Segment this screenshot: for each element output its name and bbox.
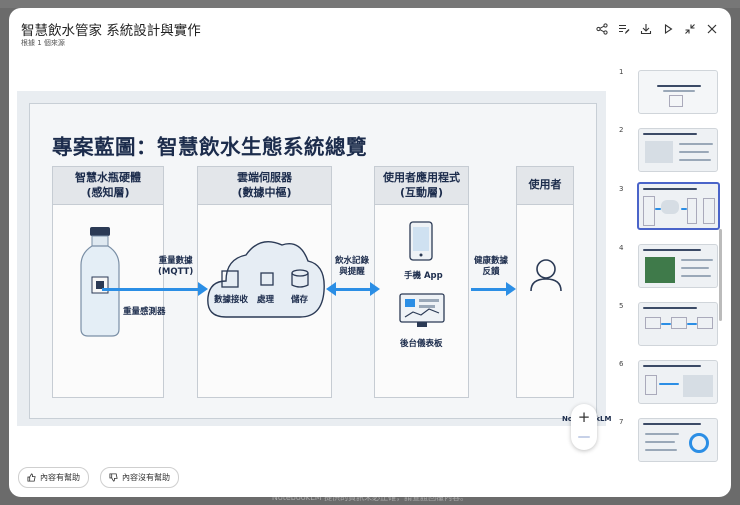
arrow-cloud-app-bidirectional (326, 282, 380, 296)
not-helpful-button[interactable]: 內容沒有幫助 (100, 467, 179, 488)
edit-prompt-button[interactable] (615, 20, 633, 38)
thumb-number: 2 (619, 126, 624, 134)
phone-icon (409, 221, 433, 261)
cloud-icon (207, 241, 325, 318)
collapse-button[interactable] (681, 20, 699, 38)
arrow-app-to-user (471, 282, 516, 296)
water-bottle-icon (80, 227, 120, 337)
dashboard-label: 後台儀表板 (400, 339, 443, 349)
column-header-line2: (數據中樞) (237, 185, 292, 199)
thumb-number: 7 (619, 418, 624, 426)
sensor-label: 重量感測器 (123, 307, 166, 317)
thumb-number: 1 (619, 68, 624, 76)
column-header-cloud: 雲端伺服器 (數據中樞) (198, 167, 331, 205)
cloud-label-process: 處理 (257, 295, 275, 305)
backdrop-top (0, 0, 740, 8)
helpful-label: 內容有幫助 (40, 473, 80, 482)
page-title: 智慧飲水管家 系統設計與實作 (21, 23, 201, 39)
app-label: 手機 App (404, 271, 443, 281)
dashboard-monitor-icon (399, 293, 445, 327)
share-icon (596, 23, 608, 35)
not-helpful-label: 內容沒有幫助 (122, 473, 170, 482)
column-user: 使用者 (516, 166, 574, 398)
column-header-user: 使用者 (517, 167, 573, 205)
column-cloud-server: 雲端伺服器 (數據中樞) 數據接收 處理 儲存 (197, 166, 332, 398)
arrow-hardware-to-cloud (102, 282, 208, 296)
share-button[interactable] (593, 20, 611, 38)
arrow-label-health: 健康數據 反饋 (474, 256, 509, 278)
thumbnail-slide-4[interactable] (638, 244, 718, 288)
thumb-number: 3 (619, 185, 624, 193)
thumbs-up-icon (27, 473, 36, 482)
thumb-number: 5 (619, 302, 624, 310)
slide-thumbnail-panel: 1 2 3 4 (612, 58, 724, 488)
column-header-line2: (感知層) (86, 185, 130, 199)
column-hardware: 智慧水瓶硬體 (感知層) 重量感測器 (52, 166, 166, 398)
slide-viewer-dialog: 智慧飲水管家 系統設計與實作 根據 1 個來源 專案藍圖：智慧飲水生態系統總覽 (9, 8, 731, 497)
column-header-line1: 智慧水瓶硬體 (75, 170, 141, 184)
zoom-control[interactable]: + (571, 404, 597, 450)
thumbnail-scrollbar[interactable] (719, 229, 722, 321)
thumbnail-slide-5[interactable] (638, 302, 718, 346)
column-header-line1: 使用者 (528, 178, 562, 192)
helpful-button[interactable]: 內容有幫助 (18, 467, 89, 488)
play-icon (664, 23, 673, 35)
zoom-in-icon[interactable]: + (577, 408, 591, 426)
column-header-line2: (互動層) (399, 185, 444, 199)
thumbs-down-icon (109, 473, 118, 482)
arrow-label-weight: 重量數據 (MQTT) (158, 256, 194, 278)
column-header-line1: 使用者應用程式 (383, 170, 460, 184)
thumbnail-slide-3-active[interactable] (637, 182, 720, 230)
slide-canvas: 專案藍圖：智慧飲水生態系統總覽 智慧水瓶硬體 (感知層) 重量感測器 (17, 91, 606, 426)
thumbnail-slide-7[interactable] (638, 418, 718, 462)
zoom-slider[interactable] (578, 436, 590, 438)
download-icon (640, 24, 652, 35)
disclaimer-text: NotebookLM 提供的資訊未必正確，請查證回覆內容。 (271, 493, 469, 502)
thumbnail-slide-6[interactable] (638, 360, 718, 404)
close-icon (707, 24, 717, 34)
close-button[interactable] (703, 20, 721, 38)
arrow-label-records: 飲水記錄 與提醒 (335, 256, 370, 278)
thumbnail-slide-2[interactable] (638, 128, 718, 172)
thumb-number: 4 (619, 244, 624, 252)
collapse-icon (685, 24, 695, 34)
column-header-hardware: 智慧水瓶硬體 (感知層) (53, 167, 163, 205)
user-avatar-icon (530, 259, 562, 292)
edit-list-icon (619, 24, 630, 34)
column-user-app: 使用者應用程式 (互動層) 手機 App 後台儀表板 (374, 166, 469, 398)
column-header-line1: 雲端伺服器 (237, 170, 292, 184)
cloud-label-receive: 數據接收 (214, 295, 249, 305)
cloud-label-store: 儲存 (291, 295, 309, 305)
thumbnail-slide-1[interactable] (638, 70, 718, 114)
source-count: 根據 1 個來源 (21, 39, 65, 47)
column-header-app: 使用者應用程式 (互動層) (375, 167, 468, 205)
play-button[interactable] (659, 20, 677, 38)
download-button[interactable] (637, 20, 655, 38)
slide-title: 專案藍圖：智慧飲水生態系統總覽 (52, 135, 367, 159)
toolbar (593, 20, 721, 38)
thumb-number: 6 (619, 360, 624, 368)
slide-3: 專案藍圖：智慧飲水生態系統總覽 智慧水瓶硬體 (感知層) 重量感測器 (29, 103, 597, 419)
